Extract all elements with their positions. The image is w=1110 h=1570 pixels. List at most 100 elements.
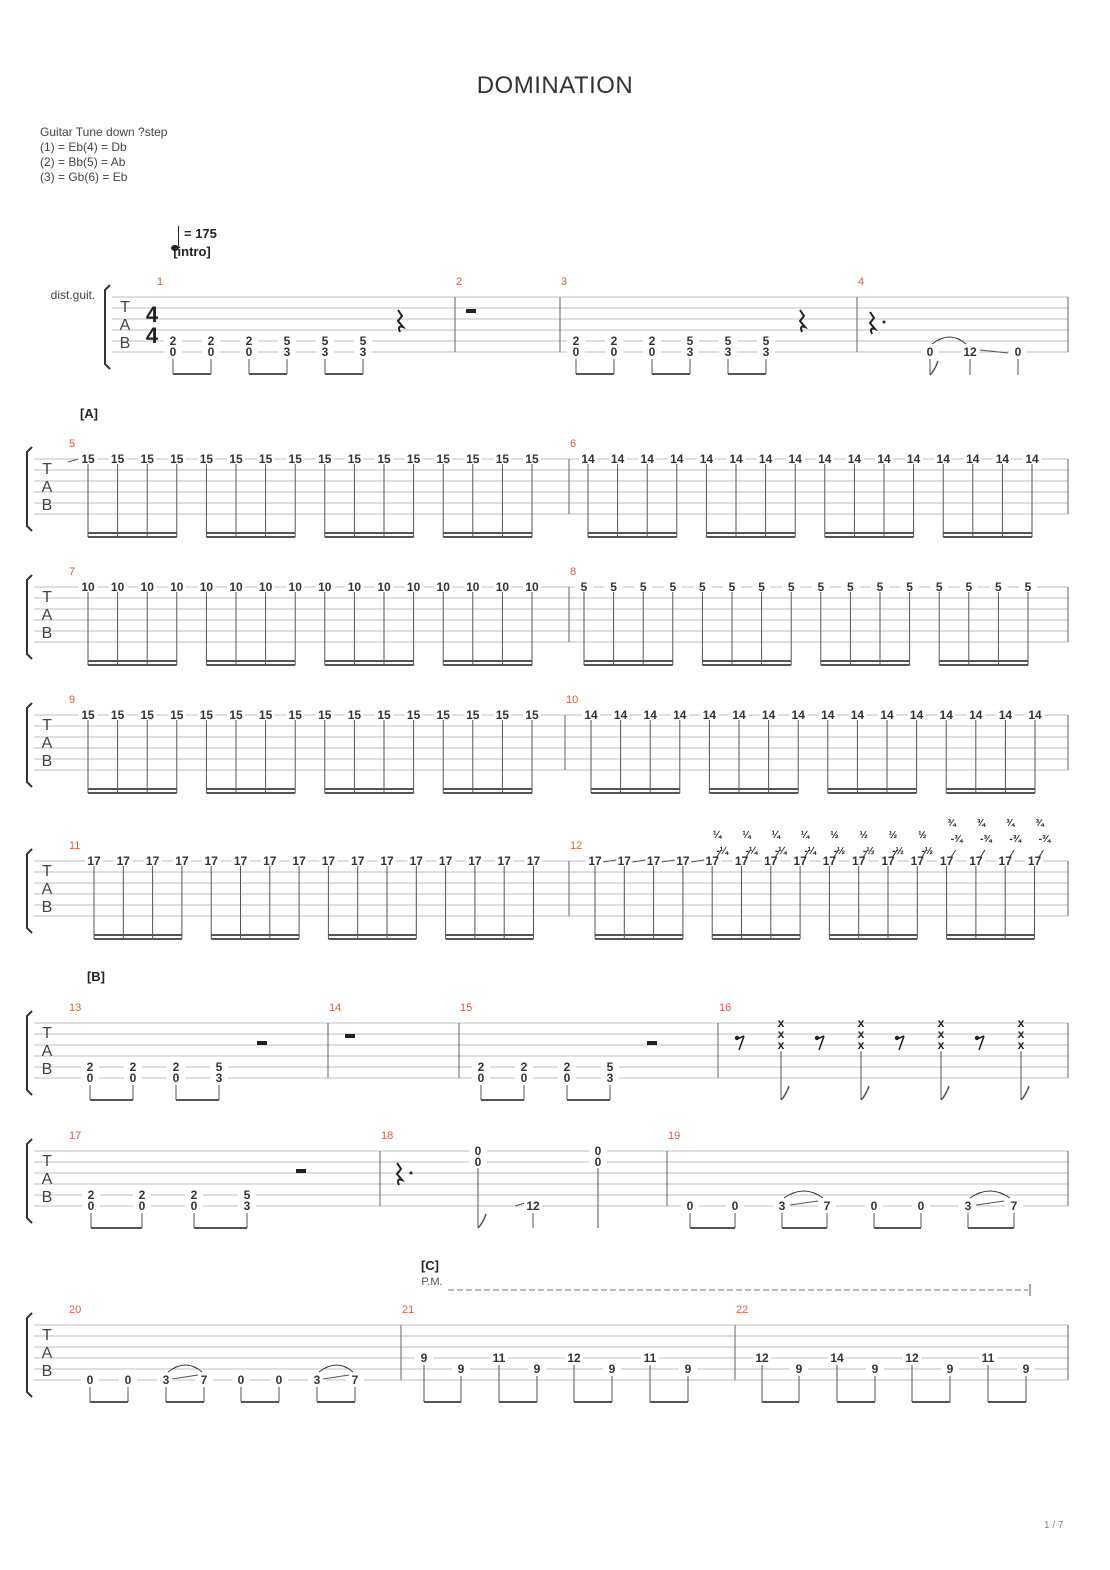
note-bg: [256, 709, 275, 721]
tab-note: 15: [437, 708, 451, 722]
note-bg: [345, 453, 364, 465]
bend-arrow: [920, 849, 927, 859]
note-bg: [278, 346, 296, 358]
note-bg: [589, 1145, 607, 1157]
staff-bracket: [26, 1312, 33, 1398]
tab-note: 14: [644, 708, 658, 722]
tab-note: 10: [348, 580, 362, 594]
note-bg: [79, 709, 97, 721]
note-bg: [167, 1072, 185, 1084]
eighth-rest-stem: [898, 1035, 905, 1051]
tab-note: 14: [830, 1351, 844, 1365]
tab-note: 0: [521, 1071, 528, 1085]
measure-number: 17: [69, 1130, 81, 1142]
tab-note: 9: [534, 1362, 541, 1376]
eighth-rest-stem: [978, 1035, 985, 1051]
section-a: [A]: [80, 406, 98, 421]
note-bg: [752, 581, 771, 593]
tab-note: 15: [318, 708, 332, 722]
tab-note: 14: [759, 452, 773, 466]
tab-note: 2: [208, 334, 215, 348]
note-bg: [133, 1200, 151, 1212]
tab-note: 17: [676, 854, 690, 868]
tab-note: 17: [527, 854, 541, 868]
tab-note: 0: [478, 1071, 485, 1085]
note-bg: [963, 453, 982, 465]
note-bg: [730, 709, 748, 721]
note-bg: [586, 855, 604, 867]
note-bg: [493, 453, 512, 465]
bend-arrow: [715, 849, 722, 859]
note-bg: [673, 855, 692, 867]
tab-note: 9: [1023, 1362, 1030, 1376]
note-bg: [124, 1072, 142, 1084]
tie-arc: [783, 1190, 824, 1199]
note-bg: [679, 1363, 697, 1375]
note-bg: [240, 335, 258, 347]
tab-note: 15: [111, 708, 125, 722]
score-title: DOMINATION: [476, 72, 634, 99]
note-bg: [378, 855, 396, 867]
note-bg: [615, 855, 634, 867]
tab-note: 0: [276, 1373, 283, 1387]
note-bg: [434, 709, 453, 721]
note-bg: [308, 1374, 326, 1386]
tab-note: 14: [848, 452, 862, 466]
note-bg: [786, 453, 805, 465]
note-bg: [845, 453, 864, 465]
note-bg: [472, 1072, 490, 1084]
tab-note: 14: [907, 452, 921, 466]
tab-note: 15: [466, 708, 480, 722]
tab-note: 5: [936, 580, 943, 594]
note-bg: [930, 581, 949, 593]
tab-note: 2: [139, 1188, 146, 1202]
slide-line: [602, 859, 617, 863]
note-bg: [528, 1363, 546, 1375]
half-rest-icon: [647, 1041, 657, 1045]
note-bg: [608, 453, 627, 465]
note-bg: [726, 1200, 744, 1212]
release-label: -¾: [980, 834, 992, 845]
note-bg: [346, 1374, 364, 1386]
tab-note: 17: [999, 854, 1013, 868]
tab-note: 17: [881, 854, 895, 868]
note-bg: [286, 709, 305, 721]
note-bg: [941, 1363, 959, 1375]
measure-number: 20: [69, 1304, 81, 1316]
note-bg: [436, 855, 455, 867]
bend-label: ½: [889, 830, 897, 841]
tab-note: 5: [788, 580, 795, 594]
bend-label: ½: [918, 830, 926, 841]
note-bg: [260, 855, 279, 867]
note-bg: [404, 709, 423, 721]
tab-note: 0: [732, 1199, 739, 1213]
tab-note: 5: [322, 334, 329, 348]
note-bg: [108, 453, 127, 465]
note-bg: [912, 1200, 930, 1212]
tab-note: 17: [940, 854, 954, 868]
tab-note: 2: [611, 334, 618, 348]
note-bg: [904, 453, 923, 465]
bend-arrow: [774, 849, 781, 859]
tab-note: 0: [595, 1155, 602, 1169]
note-bg: [345, 709, 364, 721]
eighth-rest-stem: [738, 1035, 745, 1051]
note-bg: [232, 1374, 250, 1386]
tab-note: 5: [607, 1060, 614, 1074]
dead-note-x: x: [1018, 1027, 1025, 1041]
note-bg: [558, 1061, 576, 1073]
tab-clef-t: T: [42, 461, 52, 478]
slide-line: [171, 1374, 199, 1380]
note-flag: [940, 1085, 950, 1101]
tab-note: 10: [200, 580, 214, 594]
note-bg: [167, 1061, 185, 1073]
time-sig-bottom: 4: [146, 323, 159, 348]
tab-note: 12: [526, 1199, 540, 1213]
note-bg: [719, 346, 737, 358]
tie-arc: [931, 336, 967, 345]
bend-arrow: [1038, 849, 1044, 859]
note-bg: [472, 1061, 490, 1073]
dead-note-x: x: [778, 1038, 785, 1052]
measure-number: 6: [570, 438, 576, 450]
